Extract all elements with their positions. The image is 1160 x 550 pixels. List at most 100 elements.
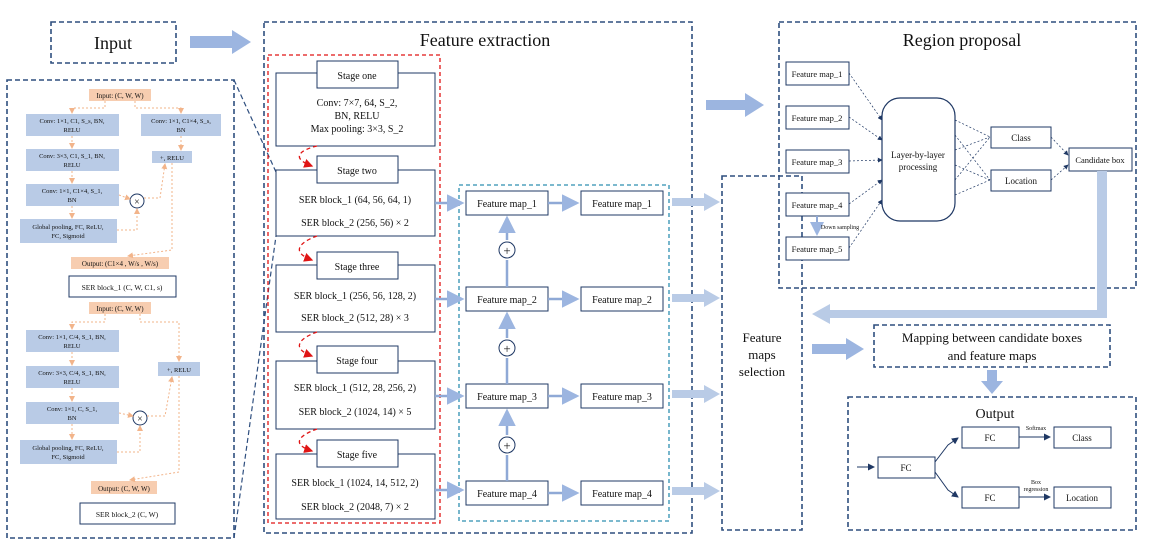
fpn-right-map-1: Feature map_1 — [592, 199, 652, 210]
backbone-group — [267, 54, 441, 524]
fpn-right-map-4: Feature map_4 — [592, 489, 652, 500]
ser-block-detail-panel: Input: (C, W, W) Conv: 1×1, C1, S_s, BN,… — [6, 79, 277, 539]
fpn-left-map-4: Feature map_4 — [477, 489, 537, 500]
fpn-left-map-2: Feature map_2 — [477, 295, 537, 306]
selection-to-mapping-arrow — [812, 338, 864, 360]
rp-map-5: Feature map_5 — [792, 244, 843, 254]
input-title: Input — [94, 33, 132, 53]
rp-map-2: Feature map_2 — [792, 113, 843, 123]
ser1-multiply-symbol: × — [134, 197, 140, 208]
ser1-conv2-line1: Conv: 3×3, C1, S_1, BN, — [39, 153, 105, 160]
stage-one-line3: Max pooling: 3×3, S_2 — [311, 124, 404, 135]
fpn-to-selection-arrows — [672, 193, 720, 500]
ser1-gp-line1: Global pooling, FC, ReLU, — [32, 224, 104, 231]
ser-block-1: Input: (C, W, W) Conv: 1×1, C1, S_s, BN,… — [20, 89, 221, 298]
region-proposal-section: Region proposal Feature map_1 Feature ma… — [778, 21, 1137, 289]
ser1-relu-label: +, RELU — [160, 155, 184, 162]
rp-map-3: Feature map_3 — [792, 157, 843, 167]
stage-one-line1: Conv: 7×7, 64, S_2, — [317, 98, 398, 109]
fpn-left-map-3: Feature map_3 — [477, 392, 537, 403]
output-fc-bottom: FC — [984, 493, 995, 503]
rp-map-4: Feature map_4 — [792, 200, 843, 210]
stage-one-line2: BN, RELU — [335, 111, 381, 122]
output-fc-top: FC — [984, 433, 995, 443]
fpn-plus-1: + — [503, 243, 510, 258]
selection-line1: Feature — [743, 330, 782, 345]
ser1-shortcut-line2: BN — [176, 127, 185, 134]
fpn-left-map-1: Feature map_1 — [477, 199, 537, 210]
ser2-conv3-line1: Conv: 1×1, C, S_1, — [47, 406, 98, 413]
input-to-extraction-arrow — [190, 30, 251, 54]
ser1-conv3-line2: BN — [67, 197, 76, 204]
ser1-input-label: Input: (C, W, W) — [96, 92, 144, 100]
stage-one-title: Stage one — [337, 71, 377, 82]
fpn-group — [458, 184, 670, 522]
stage-three-title: Stage three — [335, 262, 380, 273]
region-to-mapping-arrow — [812, 171, 1107, 324]
box-regression-line1: Box — [1031, 480, 1041, 486]
feature-maps-selection: Feature maps selection — [721, 175, 803, 531]
ser2-relu-label: +, RELU — [167, 367, 191, 374]
ser1-block-label: SER block_1 (C, W, C1, s) — [82, 283, 163, 292]
stage-three: Stage three SER block_1 (256, 56, 128, 2… — [275, 251, 436, 333]
box-regression-line2: regression — [1024, 487, 1049, 493]
ser-block-2: Input: (C, W, W) Conv: 1×1, C/4, S_1, BN… — [20, 302, 200, 525]
fpn-right-map-3: Feature map_3 — [592, 392, 652, 403]
ser1-conv1-line1: Conv: 1×1, C1, S_s, BN, — [39, 118, 104, 125]
rp-location-label: Location — [1005, 176, 1037, 186]
fpn-plus-nodes: + + + — [498, 241, 516, 454]
softmax-label: Softmax — [1026, 425, 1046, 432]
stage-four: Stage four SER block_1 (512, 28, 256, 2)… — [275, 345, 436, 430]
fpn-right-map-2: Feature map_2 — [592, 295, 652, 306]
stage-two: Stage two SER block_1 (64, 56, 64, 1) SE… — [275, 155, 436, 237]
ser2-block-label: SER block_2 (C, W) — [96, 510, 159, 519]
ser2-conv1-line2: RELU — [64, 343, 81, 350]
stage-four-line1: SER block_1 (512, 28, 256, 2) — [294, 383, 416, 394]
candidate-box-label: Candidate box — [1075, 155, 1125, 165]
rp-class-label: Class — [1011, 133, 1031, 143]
mapping-to-output-arrow — [981, 370, 1003, 394]
ser2-conv2-line2: RELU — [64, 379, 81, 386]
mapping-line1: Mapping between candidate boxes — [902, 330, 1082, 345]
output-fc-main: FC — [900, 463, 911, 473]
ser1-conv1-line2: RELU — [64, 127, 81, 134]
output-class-label: Class — [1072, 433, 1092, 443]
ser1-conv2-line2: RELU — [64, 162, 81, 169]
down-sampling-label: Down sampling — [821, 225, 859, 231]
stage-two-title: Stage two — [337, 166, 377, 177]
ser2-output-label: Output: (C, W, W) — [98, 485, 150, 493]
stage-one: Stage one Conv: 7×7, 64, S_2, BN, RELU M… — [275, 60, 436, 147]
mapping-line2: and feature maps — [948, 348, 1037, 363]
stage-five-line1: SER block_1 (1024, 14, 512, 2) — [291, 478, 418, 489]
ser1-conv3-line1: Conv: 1×1, C1×4, S_1, — [42, 188, 103, 195]
feature-extraction-section: Feature extraction Stage one Conv: 7×7, … — [263, 21, 693, 534]
rp-map-1: Feature map_1 — [792, 69, 843, 79]
ser2-conv1-line1: Conv: 1×1, C/4, S_1, BN, — [38, 334, 106, 341]
stage-three-line1: SER block_1 (256, 56, 128, 2) — [294, 291, 416, 302]
fpn-plus-3: + — [503, 438, 510, 453]
stage-four-line2: SER block_2 (1024, 14) × 5 — [299, 407, 412, 418]
rp-feature-maps: Feature map_1 Feature map_2 Feature map_… — [785, 61, 850, 261]
ser2-multiply-symbol: × — [137, 414, 143, 425]
fpn-right-column: Feature map_1 Feature map_2 Feature map_… — [580, 190, 664, 506]
selection-line3: selection — [739, 364, 786, 379]
ser2-gp-line2: FC, Sigmoid — [51, 454, 85, 461]
ser1-output-label: Output: (C1×4 , W/s , W/s) — [82, 260, 159, 268]
ser1-gp-line2: FC, Sigmoid — [51, 233, 85, 240]
stage-two-line2: SER block_2 (256, 56) × 2 — [301, 218, 409, 229]
ser1-shortcut-line1: Conv: 1×1, C1×4, S_s, — [151, 118, 211, 125]
ser2-gp-line1: Global pooling, FC, ReLU, — [32, 445, 104, 452]
ser2-input-label: Input: (C, W, W) — [96, 305, 144, 313]
output-title: Output — [976, 407, 1015, 422]
stage-two-line1: SER block_1 (64, 56, 64, 1) — [299, 195, 411, 206]
feature-extraction-title: Feature extraction — [420, 30, 550, 50]
output-location-label: Location — [1066, 493, 1098, 503]
selection-line2: maps — [748, 347, 775, 362]
stage-three-line2: SER block_2 (512, 28) × 3 — [301, 313, 409, 324]
mapping-box: Mapping between candidate boxes and feat… — [873, 324, 1111, 368]
fpn-plus-2: + — [503, 341, 510, 356]
ser2-conv3-line2: BN — [67, 415, 76, 422]
output-section: Output FC FC FC Softmax Box regression C… — [847, 396, 1137, 531]
ser2-conv2-line1: Conv: 3×3, C/4, S_1, BN, — [38, 370, 106, 377]
